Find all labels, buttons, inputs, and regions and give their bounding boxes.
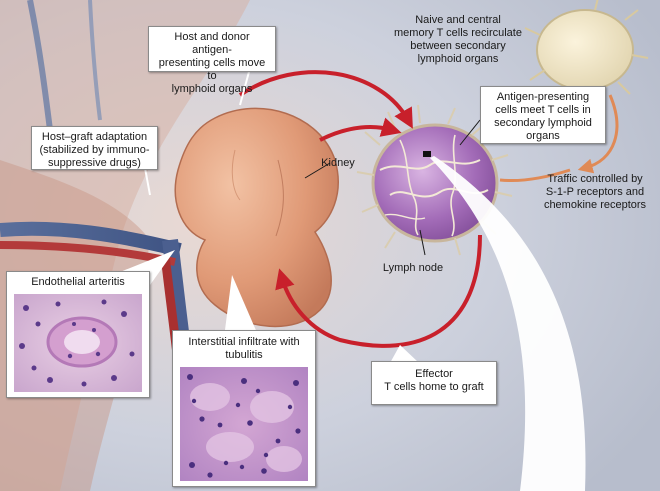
pointer-lymph-node xyxy=(419,229,426,256)
magnification-cone xyxy=(430,156,586,491)
wedge-interstitial xyxy=(225,275,258,335)
arrow-effector-to-graft xyxy=(275,234,482,348)
panel-title-interstitial: Interstitial infiltrate with tubulitis xyxy=(188,336,300,361)
arrow-apc-to-lymph xyxy=(238,70,413,129)
label-lymph-node: Lymph node xyxy=(382,262,444,274)
panel-interstitial-infiltrate: Interstitial infiltrate with tubulitis xyxy=(172,330,316,487)
arrow-kidney-to-lymph xyxy=(319,117,402,142)
label-naive-memory: Naive and central memory T cells recircu… xyxy=(394,14,522,65)
kidney-graft xyxy=(174,107,339,328)
kidney-contour-2 xyxy=(231,149,241,201)
kidney-contour xyxy=(275,159,284,237)
label-effector: Effector T cells home to graft xyxy=(371,361,497,405)
label-apc-meet: Antigen-presenting cells meet T cells in… xyxy=(480,86,606,144)
panel-endothelial-arteritis: Endothelial arteritis xyxy=(6,271,150,398)
pointer-host-graft xyxy=(144,167,151,196)
label-host-donor-apc: Host and donor antigen- presenting cells… xyxy=(148,26,276,95)
panel-title-endothelial: Endothelial arteritis xyxy=(31,276,125,288)
renal-vein xyxy=(0,221,182,257)
label-kidney: Kidney xyxy=(321,157,355,169)
upper-vessel xyxy=(27,0,53,131)
upper-vessel-2 xyxy=(88,0,102,121)
label-host-graft: Host–graft adaptation (stabilized by imm… xyxy=(31,126,158,170)
pointer-apc xyxy=(239,67,251,106)
arrow-traffic-connector xyxy=(499,168,571,182)
lymph-node xyxy=(371,123,499,243)
label-traffic: Traffic controlled by S-1-P receptors an… xyxy=(543,173,647,211)
histology-tubulitis-image xyxy=(180,367,308,481)
arrow-traffic xyxy=(577,94,619,174)
histology-arteritis-image xyxy=(14,294,142,392)
pointer-apc-meet xyxy=(459,119,481,146)
pointer-kidney xyxy=(304,162,331,179)
